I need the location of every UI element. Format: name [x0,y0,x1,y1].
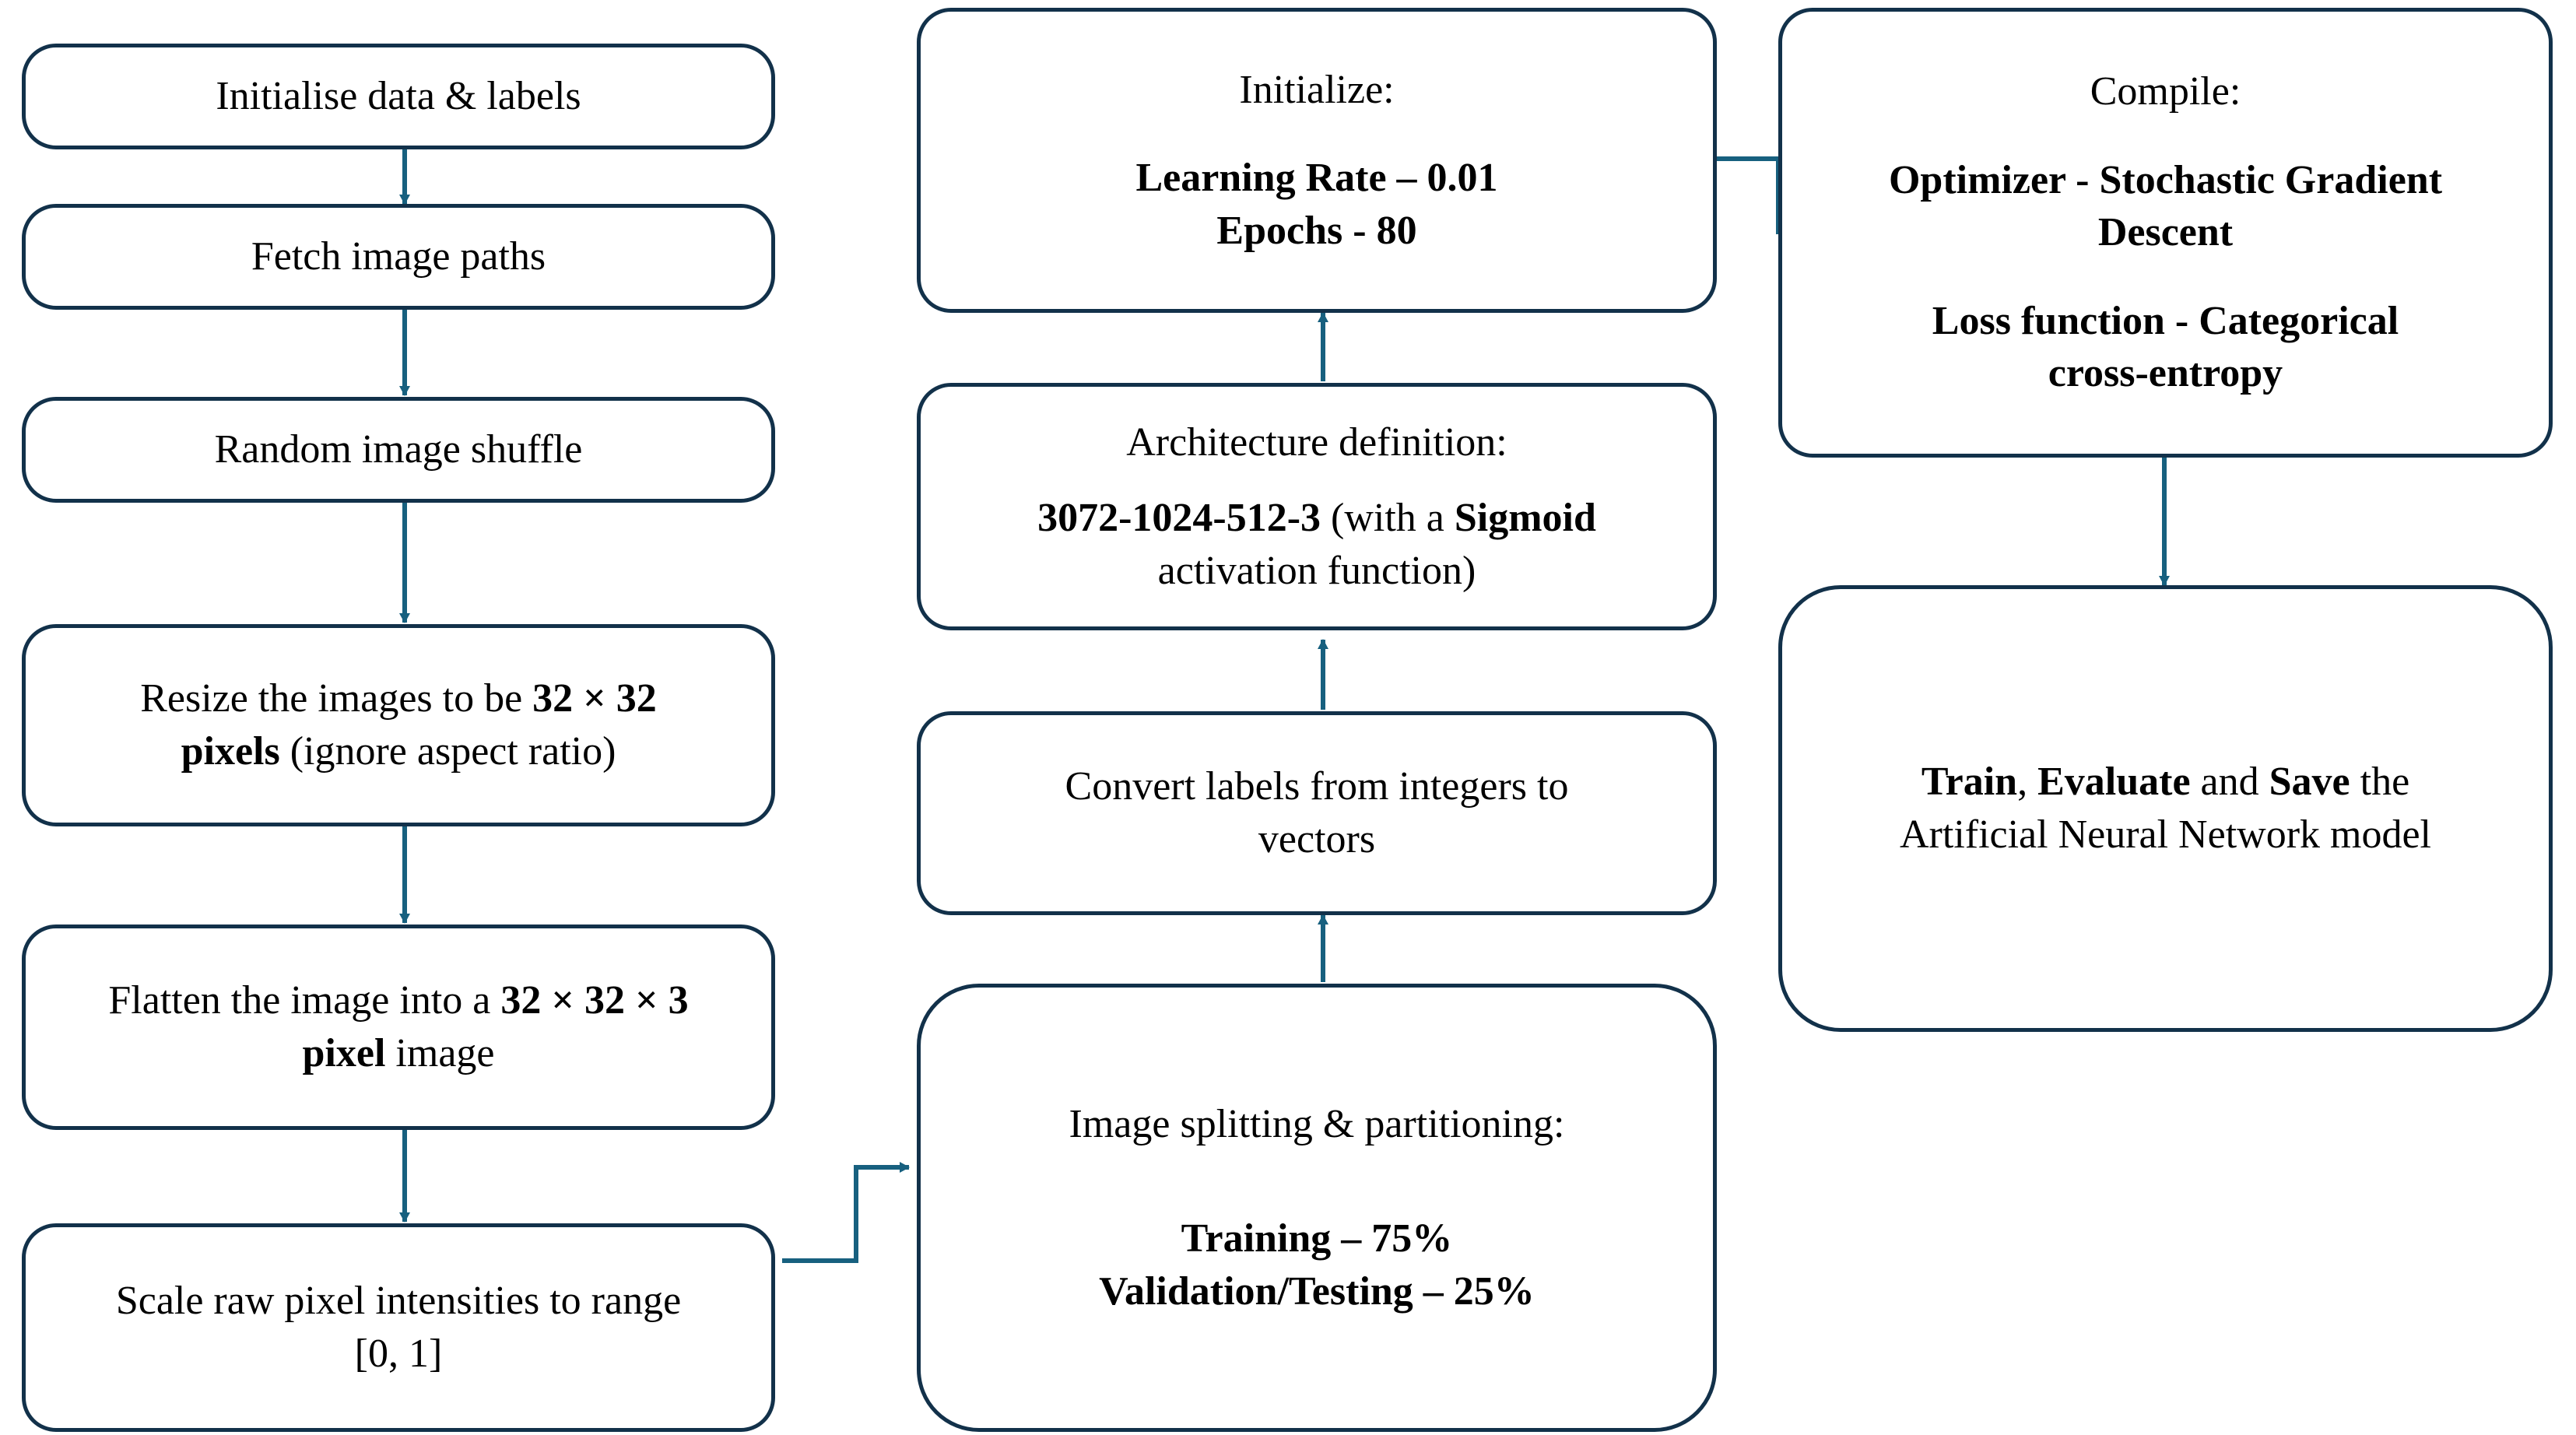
node-initialise-data-labels[interactable]: Initialise data & labels [22,44,775,149]
node-flatten-image-line2: pixel image [302,1031,495,1075]
node-compile-loss-line1: Loss function - Categorical [1932,298,2399,343]
node-resize-images-line1: Resize the images to be 32 × 32 [140,676,657,721]
node-compile-loss-line2: cross-entropy [2048,351,2283,396]
node-initialize-hyperparameters[interactable]: Initialize: Learning Rate – 0.01 Epochs … [917,8,1717,313]
node-initialise-data-labels-text: Initialise data & labels [216,74,581,119]
node-initialize-learning-rate: Learning Rate – 0.01 [1135,156,1498,201]
node-convert-labels[interactable]: Convert labels from integers to vectors [917,711,1717,915]
node-scale-pixel-intensities-line2: [0, 1] [354,1331,443,1376]
node-train-evaluate-save[interactable]: Train, Evaluate and Save the Artificial … [1778,585,2553,1032]
node-train-evaluate-save-line2: Artificial Neural Network model [1900,812,2431,857]
node-train-evaluate-save-line1: Train, Evaluate and Save the [1921,760,2410,805]
node-flatten-image[interactable]: Flatten the image into a 32 × 32 × 3 pix… [22,925,775,1130]
node-image-splitting-training: Training – 75% [1181,1216,1453,1261]
node-compile-model[interactable]: Compile: Optimizer - Stochastic Gradient… [1778,8,2553,458]
node-flatten-image-line1: Flatten the image into a 32 × 32 × 3 [108,978,689,1023]
node-random-image-shuffle-text: Random image shuffle [214,427,583,472]
node-architecture-definition[interactable]: Architecture definition: 3072-1024-512-3… [917,383,1717,630]
node-architecture-value-line2: activation function) [1157,548,1476,593]
node-fetch-image-paths-text: Fetch image paths [251,234,546,279]
node-image-splitting-heading: Image splitting & partitioning: [1069,1101,1565,1146]
node-convert-labels-line2: vectors [1258,817,1376,861]
node-image-splitting-validation: Validation/Testing – 25% [1099,1268,1535,1314]
node-compile-optimizer-line1: Optimizer - Stochastic Gradient [1888,157,2443,202]
node-architecture-value-line1: 3072-1024-512-3 (with a Sigmoid [1037,496,1596,541]
node-initialize-epochs: Epochs - 80 [1216,208,1417,253]
node-scale-pixel-intensities-line1: Scale raw pixel intensities to range [115,1279,682,1324]
node-random-image-shuffle[interactable]: Random image shuffle [22,397,775,503]
node-convert-labels-line1: Convert labels from integers to [1065,764,1569,809]
node-architecture-heading: Architecture definition: [1126,419,1507,465]
node-compile-heading: Compile: [2090,69,2241,114]
node-fetch-image-paths[interactable]: Fetch image paths [22,204,775,310]
node-compile-optimizer-line2: Descent [2097,210,2234,255]
connector-scale-to-splitting [782,1162,910,1263]
node-resize-images-line2: pixels (ignore aspect ratio) [181,729,616,774]
node-image-splitting[interactable]: Image splitting & partitioning: Training… [917,984,1717,1432]
node-resize-images[interactable]: Resize the images to be 32 × 32 pixels (… [22,624,775,826]
node-scale-pixel-intensities[interactable]: Scale raw pixel intensities to range [0,… [22,1223,775,1432]
node-initialize-heading: Initialize: [1239,67,1395,112]
